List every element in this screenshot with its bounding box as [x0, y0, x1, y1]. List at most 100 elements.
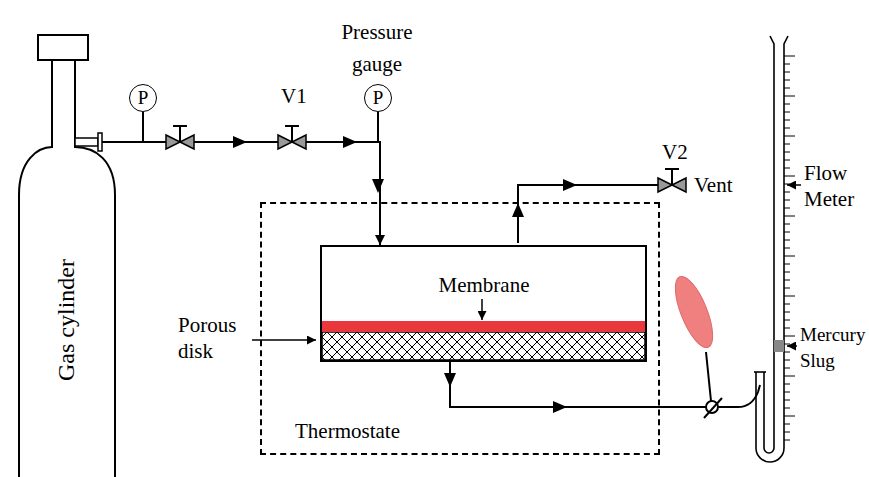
scale-tick [784, 376, 795, 377]
scale-tick [784, 192, 790, 193]
gas-cylinder: Gas cylinder [18, 35, 100, 477]
scale-tick [784, 256, 795, 257]
scale-tick [784, 408, 790, 409]
valve-symbol [658, 169, 686, 192]
thermostat-box: MembraneThermostate [260, 202, 660, 455]
scale-tick [784, 240, 790, 241]
flow-arrow [372, 179, 384, 193]
part-label: Mercury Slug [800, 322, 866, 374]
porous-disk [322, 332, 645, 360]
scale-tick [784, 104, 790, 105]
flow-arrow [512, 203, 524, 217]
scale-tick [784, 288, 790, 289]
flow-arrow [444, 373, 456, 387]
cylinder-cap [38, 35, 88, 60]
scale-tick [784, 152, 790, 153]
scale-tick [784, 368, 790, 369]
scale-tick [784, 432, 790, 433]
scale-tick [784, 272, 790, 273]
stopcock-handle [704, 398, 722, 418]
scale-tick [784, 232, 790, 233]
part-label: Vent [694, 173, 733, 197]
leader-arrow [481, 299, 483, 320]
stopcock [706, 401, 718, 413]
scale-tick [784, 208, 790, 209]
scale-tick [784, 360, 790, 361]
part-label: V2 [662, 140, 688, 164]
scale-tick [784, 216, 795, 217]
scale-tick [784, 64, 790, 65]
valve-handle [665, 169, 679, 185]
scale-tick [784, 392, 790, 393]
scale-tick [784, 400, 790, 401]
scale-tick [784, 264, 790, 265]
scale-tick [784, 72, 790, 73]
scale-tick [784, 80, 790, 81]
scale-tick [784, 304, 790, 305]
scale-tick [784, 248, 790, 249]
valve-symbol [278, 126, 306, 149]
scale-tick [784, 336, 795, 337]
gauge-heading: Pressure gauge [327, 16, 427, 80]
part-label: V1 [281, 84, 307, 108]
scale-tick [784, 320, 790, 321]
cylinder-outlet [98, 133, 102, 151]
scale-tick [784, 384, 790, 385]
rubber-bulb [668, 272, 721, 352]
cylinder-outline [18, 35, 118, 477]
scale-tick [784, 200, 790, 201]
gauge-letter: P [130, 85, 156, 111]
gauge-stem [377, 112, 379, 142]
gas-feed-pipe [100, 142, 380, 245]
flow-arrow [553, 401, 567, 413]
cylinder-outlet [75, 138, 98, 146]
scale-tick [784, 176, 795, 177]
cylinder-body [19, 60, 115, 477]
flow-meter-tube [756, 36, 788, 462]
scale-tick [784, 224, 790, 225]
tube-cap [754, 371, 766, 373]
gauge-circle: PPressure gauge [364, 84, 392, 112]
gauge-stem [142, 112, 144, 142]
scale-tick [784, 128, 790, 129]
bulb-neck [706, 352, 711, 401]
scale-tick [784, 144, 790, 145]
scale-tick [784, 168, 790, 169]
scale-tick [784, 440, 790, 441]
gauge-circle: P [129, 84, 157, 112]
scale-tick [784, 160, 790, 161]
scale-tick [784, 296, 795, 297]
part-label: Flow Meter [804, 160, 864, 212]
scale-tick [784, 120, 790, 121]
leader-arrow [787, 345, 797, 347]
outflow-pipe [450, 360, 706, 407]
mercury-slug [774, 340, 784, 352]
scale-ticks [784, 56, 795, 440]
scale-tick [784, 112, 790, 113]
scale-tick [784, 328, 790, 329]
flow-meter-tube [764, 36, 774, 453]
part-label: Porous disk [178, 312, 248, 364]
scale-tick [784, 136, 795, 137]
scale-tick [784, 280, 790, 281]
gauge-letter: P [365, 85, 391, 111]
scale-tick [784, 56, 795, 57]
scale-tick [784, 312, 790, 313]
scale-tick [784, 344, 790, 345]
flow-arrow [563, 179, 577, 191]
scale-tick [784, 424, 790, 425]
leader-arrow [787, 184, 801, 186]
cylinder-label: Gas cylinder [54, 259, 78, 381]
thermostat-label: Thermostate [295, 419, 400, 443]
scale-tick [784, 96, 795, 97]
valve-handle [285, 126, 299, 142]
vent-pipe [518, 185, 686, 243]
membrane-cell: Membrane [320, 245, 647, 362]
valve-handle [173, 126, 187, 142]
scale-tick [784, 88, 790, 89]
membrane-band [322, 321, 645, 332]
membrane-label: Membrane [439, 273, 530, 297]
